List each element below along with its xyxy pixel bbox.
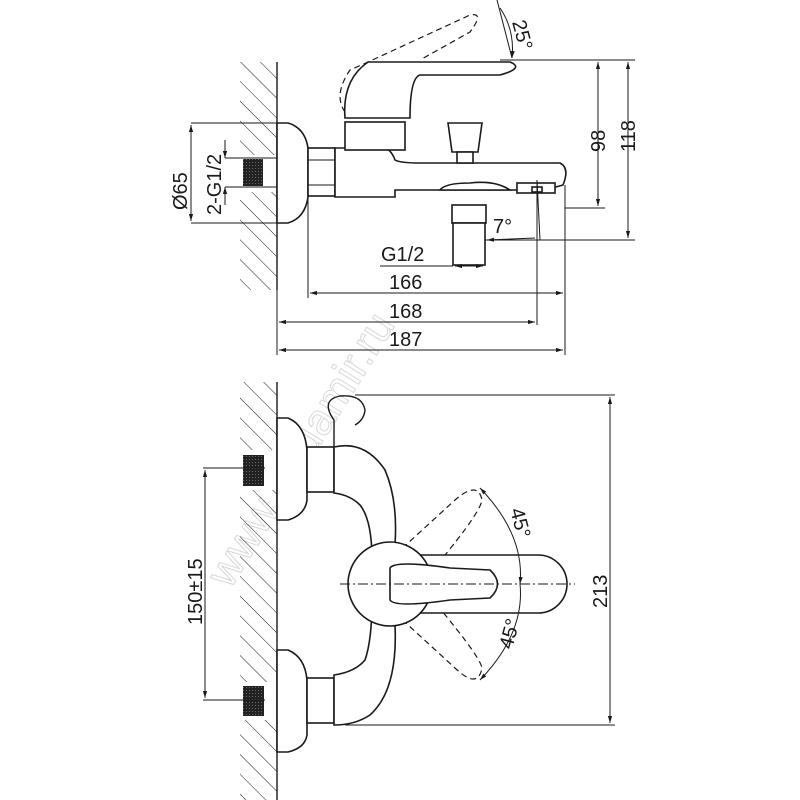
wall-flange [276, 122, 309, 224]
wall-hatch-bottom [240, 382, 277, 800]
inlet-connector-upper [243, 455, 264, 486]
upper-flange [276, 417, 308, 521]
dim-height-98: 98 [588, 130, 610, 152]
front-view: 45° 45° 213 150±15 [185, 382, 615, 800]
dim-height-213: 213 [590, 575, 612, 608]
lever [343, 61, 517, 119]
cartridge-base [344, 121, 406, 151]
outlet-pipe [452, 222, 486, 266]
connector-nut [307, 147, 336, 197]
dim-outlet-thread: G1/2 [381, 244, 424, 266]
dim-length-187: 187 [389, 329, 422, 351]
inlet-connector-lower [243, 686, 264, 716]
shower-holder-hook [327, 395, 366, 447]
dim-wall-connection: 2-G1/2 [204, 154, 226, 215]
faucet-body-front [333, 445, 397, 726]
dim-height-118: 118 [618, 120, 640, 152]
dim-lever-angle: 25° [507, 18, 536, 53]
side-view: Ø65 2-G1/2 98 118 25° 7° G1/2 166 168 18… [170, 0, 640, 355]
dim-length-166: 166 [389, 272, 422, 294]
lower-nut [306, 677, 335, 724]
upper-nut [306, 446, 335, 493]
dim-lever-angle-down: 45° [496, 616, 525, 651]
diverter-knob [447, 122, 483, 153]
lower-flange [276, 649, 308, 753]
outlet-collar [451, 204, 487, 224]
wall-connector-top [243, 159, 263, 186]
dim-inlet-spacing: 150±15 [185, 558, 207, 625]
dim-lever-angle-up: 45° [505, 506, 534, 541]
dim-flange-diameter: Ø65 [170, 172, 192, 210]
spout-bottom [438, 181, 513, 191]
dim-spout-angle: 7° [493, 216, 512, 238]
dim-length-168: 168 [389, 301, 422, 323]
